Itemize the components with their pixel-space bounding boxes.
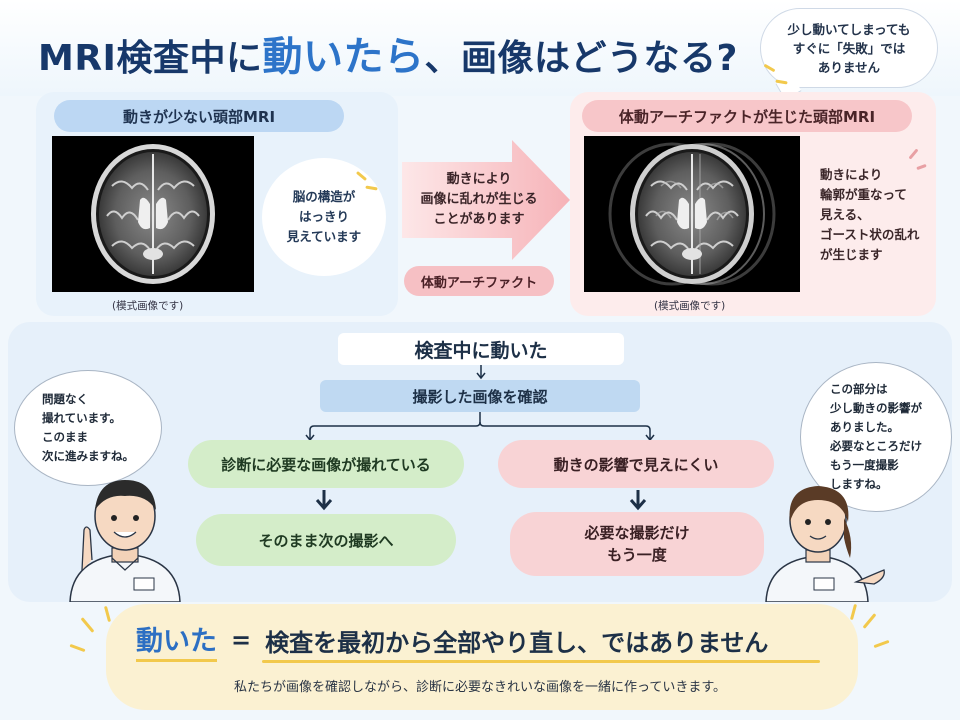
clear-mri-note: 脳の構造が はっきり 見えています bbox=[262, 158, 386, 276]
transition-arrow-icon bbox=[402, 140, 570, 260]
branch-connector bbox=[305, 412, 655, 442]
flow-ok-result: そのまま次の撮影へ bbox=[196, 514, 456, 566]
key-message-highlight: 動いた bbox=[136, 619, 217, 662]
flow-ng-branch: 動きの影響で見えにくい bbox=[498, 440, 774, 488]
arrow-down-icon bbox=[315, 490, 333, 511]
clear-mri-caption: (模式画像です) bbox=[112, 300, 184, 312]
sparkle-icon bbox=[862, 613, 877, 629]
sparkle-icon bbox=[103, 605, 112, 623]
artifact-mri-caption: (模式画像です) bbox=[654, 300, 726, 312]
key-message-underline bbox=[262, 660, 820, 663]
title-part2: 、画像はどうなる? bbox=[424, 38, 738, 79]
male-technologist-illustration bbox=[69, 480, 181, 602]
artifact-mri-note: 動きにより 輪郭が重なって 見える、 ゴースト状の乱れ が生じます bbox=[820, 167, 920, 262]
sparkle-icon bbox=[80, 617, 95, 633]
male-tech-speech-bubble: 問題なく 撮れています。 このまま 次に進みますね。 bbox=[14, 370, 162, 486]
artifact-tag: 体動アーチファクト bbox=[404, 266, 554, 296]
artifact-mri-label: 体動アーチファクトが生じた頭部MRI bbox=[582, 100, 912, 132]
flow-ok-branch: 診断に必要な画像が撮れている bbox=[188, 440, 464, 488]
key-message-panel bbox=[106, 604, 858, 710]
key-message-subtext: 私たちが画像を確認しながら、診断に必要なきれいな画像を一緒に作っていきます。 bbox=[233, 680, 727, 695]
clear-brain-mri-image bbox=[52, 136, 254, 292]
sparkle-icon bbox=[69, 643, 86, 653]
key-message-equals: = bbox=[231, 626, 252, 654]
flow-check-box: 撮影した画像を確認 bbox=[320, 380, 640, 412]
arrow-down-icon bbox=[476, 365, 486, 380]
arrow-down-icon bbox=[629, 490, 647, 511]
key-message-text: 検査を最初から全部やり直し、ではありません bbox=[265, 628, 769, 657]
clear-mri-label: 動きが少ない頭部MRI bbox=[54, 100, 344, 132]
title-part1: MRI検査中に bbox=[38, 38, 263, 79]
key-message: 動いた = 検査を最初から全部やり直し、ではありません bbox=[136, 618, 836, 662]
artifact-explanation: 動きにより 画像に乱れが生じる ことがあります bbox=[420, 172, 538, 227]
flow-section bbox=[8, 322, 952, 602]
artifact-brain-mri-image bbox=[584, 136, 800, 292]
sparkle-icon bbox=[849, 603, 858, 621]
reassure-speech-bubble: 少し動いてしまっても すぐに「失敗」では ありません bbox=[760, 8, 938, 88]
sparkle-icon bbox=[873, 639, 890, 649]
flow-start-box: 検査中に動いた bbox=[338, 333, 624, 365]
title-accent: 動いたら bbox=[262, 34, 425, 80]
female-technologist-illustration bbox=[765, 486, 885, 602]
flow-ng-result: 必要な撮影だけ もう一度 bbox=[510, 512, 764, 576]
page-title: MRI検査中に動いたら、画像はどうなる? bbox=[38, 24, 738, 80]
